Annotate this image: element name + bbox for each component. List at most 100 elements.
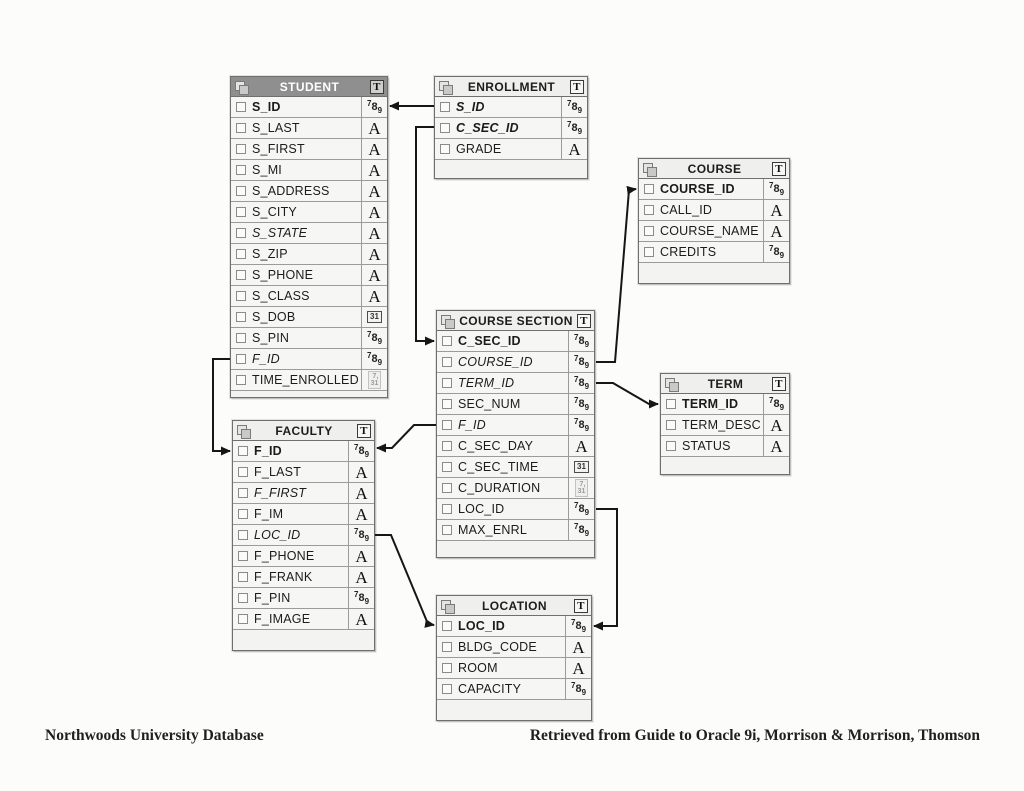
checkbox-icon[interactable] xyxy=(238,467,248,477)
checkbox-icon[interactable] xyxy=(442,357,452,367)
checkbox-icon[interactable] xyxy=(236,207,246,217)
checkbox-icon[interactable] xyxy=(440,144,450,154)
checkbox-icon[interactable] xyxy=(236,312,246,322)
checkbox-icon[interactable] xyxy=(442,504,452,514)
checkbox-icon[interactable] xyxy=(236,228,246,238)
checkbox-icon[interactable] xyxy=(238,551,248,561)
checkbox-icon[interactable] xyxy=(236,291,246,301)
checkbox-icon[interactable] xyxy=(666,441,676,451)
checkbox-icon[interactable] xyxy=(442,378,452,388)
checkbox-icon[interactable] xyxy=(238,614,248,624)
checkbox-icon[interactable] xyxy=(442,621,452,631)
checkbox-icon[interactable] xyxy=(442,684,452,694)
checkbox-icon[interactable] xyxy=(440,123,450,133)
checkbox-icon[interactable] xyxy=(236,165,246,175)
checkbox-icon[interactable] xyxy=(238,530,248,540)
checkbox-icon[interactable] xyxy=(236,333,246,343)
checkbox-icon[interactable] xyxy=(442,483,452,493)
checkbox-icon[interactable] xyxy=(644,184,654,194)
checkbox-icon[interactable] xyxy=(236,186,246,196)
checkbox-icon[interactable] xyxy=(442,441,452,451)
checkbox-icon[interactable] xyxy=(238,572,248,582)
checkbox-icon[interactable] xyxy=(644,247,654,257)
checkbox-icon[interactable] xyxy=(442,642,452,652)
checkbox-icon[interactable] xyxy=(236,144,246,154)
checkbox-icon[interactable] xyxy=(442,525,452,535)
checkbox-icon[interactable] xyxy=(236,270,246,280)
checkbox-icon[interactable] xyxy=(236,123,246,133)
checkbox-icon[interactable] xyxy=(238,446,248,456)
checkbox-icon[interactable] xyxy=(238,593,248,603)
checkbox-icon[interactable] xyxy=(666,399,676,409)
checkbox-icon[interactable] xyxy=(238,509,248,519)
checkbox-icon[interactable] xyxy=(236,375,246,385)
checkbox-icon[interactable] xyxy=(442,663,452,673)
checkbox-icon[interactable] xyxy=(442,399,452,409)
checkbox-icon[interactable] xyxy=(440,102,450,112)
checkbox-icon[interactable] xyxy=(644,226,654,236)
checkbox-icon[interactable] xyxy=(236,102,246,112)
checkbox-icon[interactable] xyxy=(644,205,654,215)
checkbox-icon[interactable] xyxy=(442,336,452,346)
checkbox-icon[interactable] xyxy=(236,354,246,364)
checkbox-icon[interactable] xyxy=(238,488,248,498)
checkbox-icon[interactable] xyxy=(666,420,676,430)
